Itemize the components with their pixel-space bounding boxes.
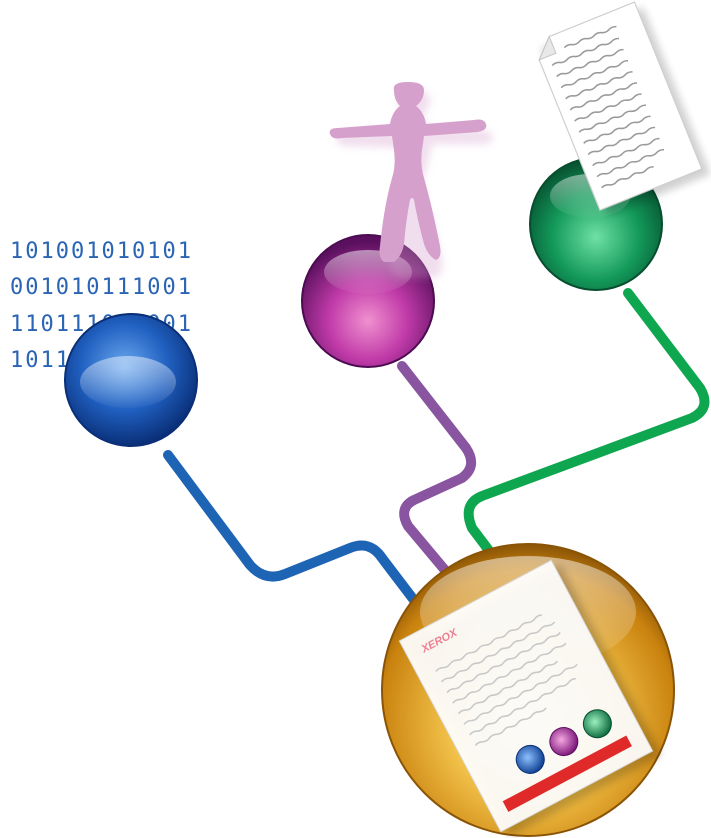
blue-connector-line <box>163 450 425 613</box>
binary-line-1: 101001010101 <box>10 239 193 264</box>
output-document-text-lines <box>435 614 578 747</box>
mini-green-sphere <box>582 709 612 739</box>
blue-sphere <box>64 313 198 447</box>
mini-purple-sphere <box>549 727 579 757</box>
binary-line-2: 001010111001 <box>10 275 193 300</box>
output-document: XEROX <box>398 559 662 836</box>
green-connector-line <box>463 288 710 590</box>
mini-spheres <box>515 709 612 774</box>
purple-connector-line <box>397 361 477 605</box>
red-bar <box>502 735 632 812</box>
person-figure-icon <box>329 82 493 278</box>
document-text-lines <box>551 25 665 189</box>
mini-blue-sphere <box>515 744 545 774</box>
document-icon <box>538 1 711 216</box>
